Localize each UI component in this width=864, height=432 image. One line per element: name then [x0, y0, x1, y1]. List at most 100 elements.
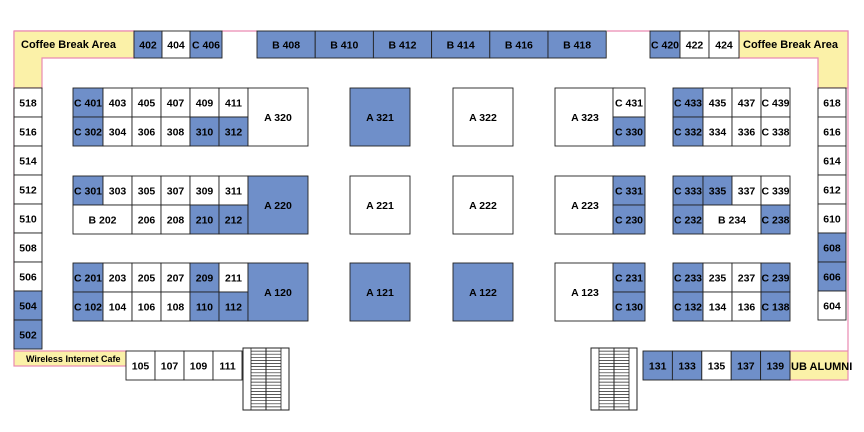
booth-c-332[interactable]: C 332	[672, 116, 704, 147]
booth-110[interactable]: 110	[189, 291, 220, 322]
booth-502[interactable]: 502	[13, 319, 43, 350]
booth-c-401[interactable]: C 401	[72, 87, 104, 118]
booth-a-223[interactable]: A 223	[554, 175, 616, 235]
booth-a-323[interactable]: A 323	[554, 87, 616, 147]
booth-a-122[interactable]: A 122	[452, 262, 514, 322]
booth-106[interactable]: 106	[131, 291, 162, 322]
booth-402[interactable]: 402	[133, 30, 163, 59]
booth-616[interactable]: 616	[817, 116, 847, 147]
booth-c-330[interactable]: C 330	[612, 116, 646, 147]
booth-512[interactable]: 512	[13, 174, 43, 205]
booth-c-333[interactable]: C 333	[672, 175, 704, 206]
booth-b-416[interactable]: B 416	[489, 30, 549, 59]
booth-c-230[interactable]: C 230	[612, 204, 646, 235]
booth-a-221[interactable]: A 221	[349, 175, 411, 235]
booth-305[interactable]: 305	[131, 175, 162, 206]
booth-435[interactable]: 435	[702, 87, 733, 118]
booth-c-232[interactable]: C 232	[672, 204, 704, 235]
booth-404[interactable]: 404	[161, 30, 191, 59]
booth-208[interactable]: 208	[160, 204, 191, 235]
booth-237[interactable]: 237	[731, 262, 762, 293]
booth-206[interactable]: 206	[131, 204, 162, 235]
booth-310[interactable]: 310	[189, 116, 220, 147]
booth-235[interactable]: 235	[702, 262, 733, 293]
booth-411[interactable]: 411	[218, 87, 249, 118]
booth-c-130[interactable]: C 130	[612, 291, 646, 322]
booth-c-231[interactable]: C 231	[612, 262, 646, 293]
booth-212[interactable]: 212	[218, 204, 249, 235]
booth-c-301[interactable]: C 301	[72, 175, 104, 206]
booth-b-408[interactable]: B 408	[256, 30, 316, 59]
booth-210[interactable]: 210	[189, 204, 220, 235]
booth-b-412[interactable]: B 412	[372, 30, 433, 59]
booth-133[interactable]: 133	[671, 350, 703, 381]
booth-209[interactable]: 209	[189, 262, 220, 293]
booth-a-222[interactable]: A 222	[452, 175, 514, 235]
booth-a-123[interactable]: A 123	[554, 262, 616, 322]
booth-108[interactable]: 108	[160, 291, 191, 322]
booth-207[interactable]: 207	[160, 262, 191, 293]
booth-309[interactable]: 309	[189, 175, 220, 206]
booth-608[interactable]: 608	[817, 232, 847, 263]
booth-112[interactable]: 112	[218, 291, 249, 322]
booth-407[interactable]: 407	[160, 87, 191, 118]
booth-131[interactable]: 131	[642, 350, 673, 381]
booth-b-414[interactable]: B 414	[431, 30, 491, 59]
booth-604[interactable]: 604	[817, 290, 847, 321]
booth-a-120[interactable]: A 120	[247, 262, 309, 322]
booth-135[interactable]: 135	[701, 350, 732, 381]
booth-405[interactable]: 405	[131, 87, 162, 118]
booth-336[interactable]: 336	[731, 116, 762, 147]
booth-b-202[interactable]: B 202	[72, 204, 133, 235]
booth-506[interactable]: 506	[13, 261, 43, 292]
booth-c-433[interactable]: C 433	[672, 87, 704, 118]
booth-614[interactable]: 614	[817, 145, 847, 176]
booth-111[interactable]: 111	[212, 350, 243, 381]
booth-306[interactable]: 306	[131, 116, 162, 147]
booth-c-331[interactable]: C 331	[612, 175, 646, 206]
booth-c-406[interactable]: C 406	[189, 30, 223, 59]
booth-335[interactable]: 335	[702, 175, 733, 206]
booth-606[interactable]: 606	[817, 261, 847, 292]
booth-303[interactable]: 303	[102, 175, 133, 206]
booth-203[interactable]: 203	[102, 262, 133, 293]
booth-109[interactable]: 109	[183, 350, 214, 381]
booth-105[interactable]: 105	[125, 350, 156, 381]
booth-107[interactable]: 107	[154, 350, 185, 381]
booth-307[interactable]: 307	[160, 175, 191, 206]
booth-610[interactable]: 610	[817, 203, 847, 234]
booth-437[interactable]: 437	[731, 87, 762, 118]
booth-b-410[interactable]: B 410	[314, 30, 374, 59]
booth-312[interactable]: 312	[218, 116, 249, 147]
booth-c-138[interactable]: C 138	[760, 291, 791, 322]
booth-c-420[interactable]: C 420	[649, 30, 681, 59]
booth-134[interactable]: 134	[702, 291, 733, 322]
booth-a-322[interactable]: A 322	[452, 87, 514, 147]
booth-304[interactable]: 304	[102, 116, 133, 147]
booth-139[interactable]: 139	[760, 350, 791, 381]
booth-c-239[interactable]: C 239	[760, 262, 791, 293]
booth-612[interactable]: 612	[817, 174, 847, 205]
booth-b-418[interactable]: B 418	[547, 30, 607, 59]
booth-334[interactable]: 334	[702, 116, 733, 147]
booth-b-234[interactable]: B 234	[702, 204, 762, 235]
booth-504[interactable]: 504	[13, 290, 43, 321]
booth-618[interactable]: 618	[817, 87, 847, 118]
booth-c-339[interactable]: C 339	[760, 175, 791, 206]
booth-c-338[interactable]: C 338	[760, 116, 791, 147]
booth-104[interactable]: 104	[102, 291, 133, 322]
booth-337[interactable]: 337	[731, 175, 762, 206]
booth-308[interactable]: 308	[160, 116, 191, 147]
booth-211[interactable]: 211	[218, 262, 249, 293]
booth-510[interactable]: 510	[13, 203, 43, 234]
booth-c-102[interactable]: C 102	[72, 291, 104, 322]
booth-311[interactable]: 311	[218, 175, 249, 206]
booth-514[interactable]: 514	[13, 145, 43, 176]
booth-409[interactable]: 409	[189, 87, 220, 118]
booth-205[interactable]: 205	[131, 262, 162, 293]
booth-a-121[interactable]: A 121	[349, 262, 411, 322]
booth-403[interactable]: 403	[102, 87, 133, 118]
booth-c-201[interactable]: C 201	[72, 262, 104, 293]
booth-424[interactable]: 424	[708, 30, 740, 59]
booth-c-238[interactable]: C 238	[760, 204, 791, 235]
